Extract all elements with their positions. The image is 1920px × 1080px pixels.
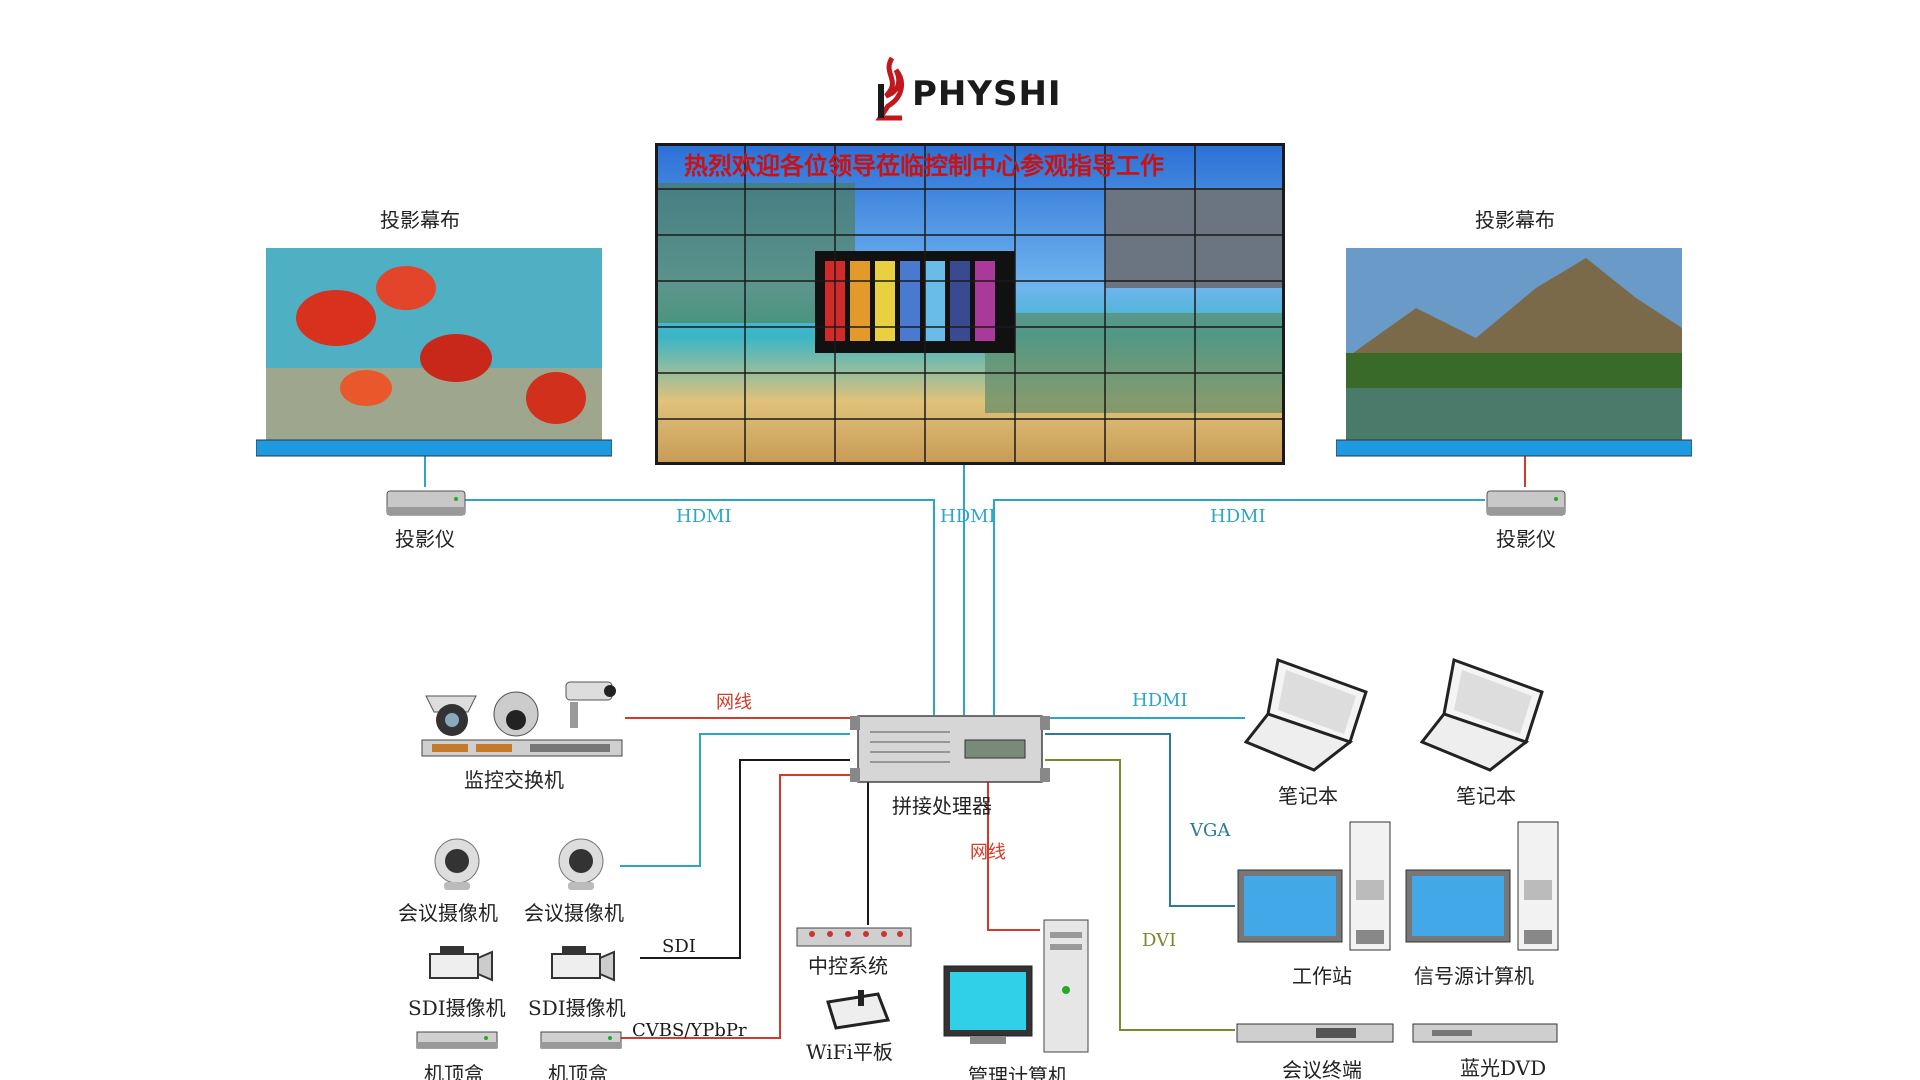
projection-screen-left — [256, 248, 612, 457]
set-top-box-icon — [540, 1031, 622, 1049]
webcam-icon — [434, 838, 480, 890]
wire-sdi — [640, 759, 850, 959]
switch-icon — [421, 739, 623, 757]
monitor-icon — [1237, 821, 1391, 951]
stb-1-label: 机顶盒 — [424, 1062, 484, 1080]
wire-label-net-mgmt: 网线 — [970, 842, 1006, 863]
wire-conf-cam — [620, 733, 850, 867]
wire-hdmi-right — [993, 499, 1485, 715]
monitor-camera-group — [421, 681, 623, 757]
wire-label-cvbs: CVBS/YPbPr — [632, 1020, 747, 1041]
sdi-cam-1-label: SDI摄像机 — [408, 996, 506, 1020]
processor-label: 拼接处理器 — [892, 794, 992, 818]
bullet-camera-icon — [565, 681, 616, 728]
wire-label-hdmi-left: HDMI — [676, 506, 732, 527]
screen-left-label: 投影幕布 — [380, 208, 460, 232]
wire-label-dvi: DVI — [1142, 930, 1177, 951]
conf-cam-1-label: 会议摄像机 — [398, 901, 498, 925]
mgmt-pc-label: 管理计算机 — [968, 1064, 1068, 1080]
stb-2-label: 机顶盒 — [548, 1062, 608, 1080]
webcam-icon — [558, 838, 604, 890]
tower-pc-icon — [1349, 821, 1391, 951]
monitor-switch-label: 监控交换机 — [464, 768, 564, 792]
videowall-title: 热烈欢迎各位领导莅临控制中心参观指导工作 — [684, 151, 1164, 180]
conf-cam-2-label: 会议摄像机 — [524, 901, 624, 925]
wire-label-sdi: SDI — [662, 936, 696, 957]
wire-dvi — [1045, 759, 1235, 1031]
projector-icon — [386, 490, 466, 516]
laptop-1-label: 笔记本 — [1278, 784, 1338, 808]
wire-label-hdmi-laptop: HDMI — [1132, 690, 1188, 711]
wire-net-mgmt — [987, 782, 1040, 931]
video-wall — [655, 143, 1285, 465]
tablet-icon — [826, 990, 891, 1030]
monitor-icon — [1405, 821, 1559, 951]
screen-right-label: 投影幕布 — [1475, 208, 1555, 232]
workstation-label: 工作站 — [1292, 964, 1352, 988]
brand-name: PHYSHI — [912, 74, 1062, 114]
dome-camera-icon — [425, 695, 477, 736]
rack-unit-icon — [1236, 1023, 1394, 1043]
laptop-icon — [1244, 657, 1368, 772]
wire-hdmi-left — [459, 499, 935, 715]
projection-screen-right — [1336, 248, 1692, 457]
source-pc-label: 信号源计算机 — [1414, 964, 1534, 988]
laptop-icon — [1420, 657, 1544, 772]
wire-label-net-monitor: 网线 — [716, 692, 752, 713]
wire-vga — [1045, 733, 1235, 907]
dome-camera-icon — [493, 691, 539, 737]
central-control-label: 中控系统 — [808, 954, 888, 978]
bluray-label: 蓝光DVD — [1460, 1056, 1547, 1080]
rack-unit-icon — [1412, 1023, 1558, 1043]
wire-label-vga: VGA — [1190, 820, 1231, 841]
tower-pc-icon — [1517, 821, 1559, 951]
camcorder-icon — [551, 946, 615, 982]
conf-terminal-label: 会议终端 — [1282, 1058, 1362, 1080]
monitor-icon — [943, 919, 1089, 1053]
control-box-icon — [796, 927, 912, 947]
wire-label-hdmi-right: HDMI — [1210, 506, 1266, 527]
physhi-logo-icon — [875, 56, 905, 121]
projector-right-label: 投影仪 — [1496, 527, 1556, 551]
projector-left-label: 投影仪 — [395, 527, 455, 551]
tower-pc-icon — [1043, 919, 1089, 1053]
sdi-cam-2-label: SDI摄像机 — [528, 996, 626, 1020]
projector-icon — [1486, 490, 1566, 516]
wifi-tablet-label: WiFi平板 — [806, 1040, 893, 1064]
wire-label-hdmi-center: HDMI — [940, 506, 996, 527]
wire-cvbs — [620, 774, 850, 1039]
processor-icon — [850, 715, 1050, 783]
camcorder-icon — [429, 946, 493, 982]
set-top-box-icon — [416, 1031, 498, 1049]
laptop-2-label: 笔记本 — [1456, 784, 1516, 808]
